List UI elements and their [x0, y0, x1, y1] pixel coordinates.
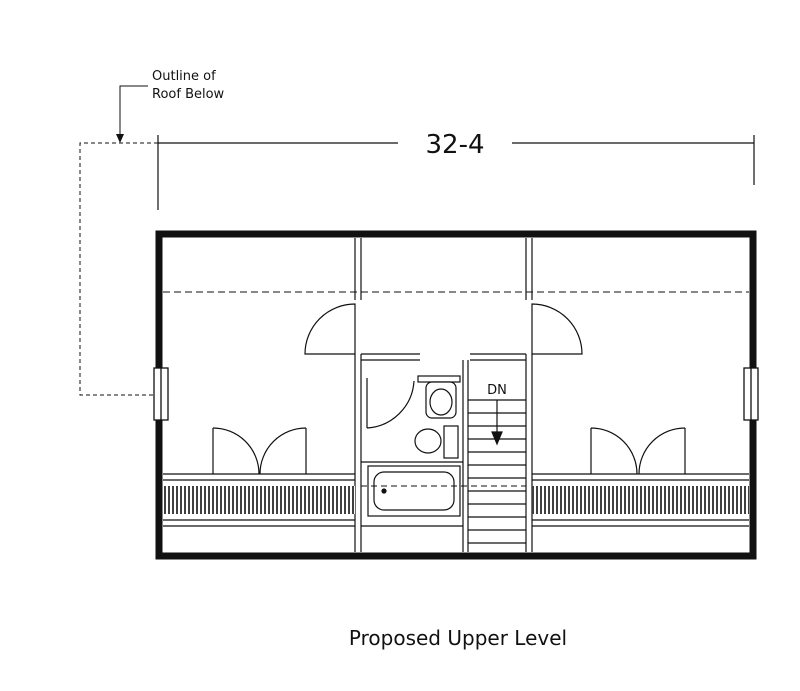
- insulation-band-left: [163, 486, 355, 527]
- drawing-caption: Proposed Upper Level: [349, 626, 567, 650]
- right-bedroom-door: [531, 303, 583, 355]
- left-bedroom-door: [304, 303, 356, 355]
- left-window: [153, 367, 169, 421]
- insulation-band-right: [532, 486, 749, 527]
- roof-outline-dashed-line: [79, 142, 158, 396]
- right-window: [743, 367, 759, 421]
- annotation-leader-line: [119, 85, 148, 141]
- leader-arrowhead: [116, 134, 124, 143]
- sink: [414, 425, 459, 459]
- width-dimension-label: 32-4: [425, 130, 484, 160]
- toilet: [417, 375, 461, 419]
- stair-direction-arrow: [491, 400, 503, 446]
- interior-partitions: [354, 238, 533, 552]
- bedroom-doors: [304, 303, 583, 355]
- left-closet: [163, 427, 355, 481]
- annotation-text-line2: Roof Below: [152, 87, 225, 102]
- bathroom-door: [366, 378, 415, 429]
- annotation-text-line1: Outline of: [152, 69, 216, 84]
- bathtub: [367, 465, 461, 517]
- roof-outline-annotation: [79, 85, 158, 396]
- stair: [468, 399, 526, 544]
- right-closet: [532, 427, 749, 481]
- stair-direction-label: DN: [487, 383, 507, 398]
- width-dimension-line: [157, 135, 755, 210]
